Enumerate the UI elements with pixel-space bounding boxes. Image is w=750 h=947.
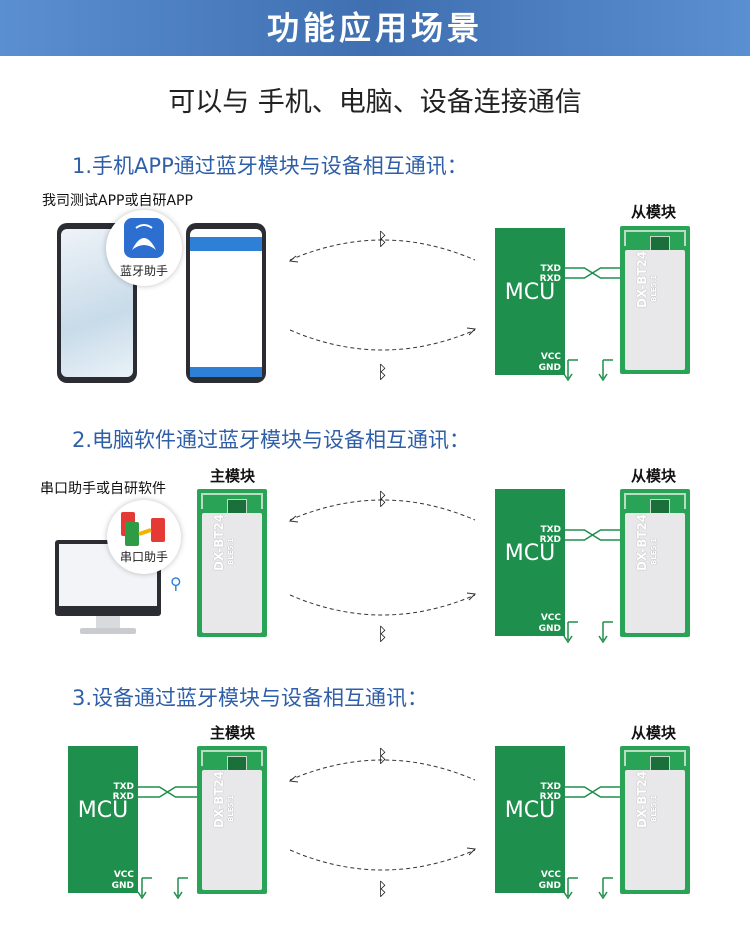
- pin-gnd: GND: [538, 624, 561, 634]
- pin-gnd: GND: [111, 881, 134, 891]
- phone-app-screen: [186, 223, 266, 383]
- serial-assistant-label: 串口助手: [119, 550, 168, 564]
- ground-symbol: [563, 877, 578, 900]
- section-1-slave-label: 从模块: [631, 203, 677, 221]
- bluetooth-icon: ᛒ: [377, 229, 388, 250]
- mcu-block-2: TXD RXD MCU VCC GND: [495, 489, 565, 636]
- pin-txd: TXD: [113, 782, 134, 792]
- mcu-block-1: TXD RXD MCU VCC GND: [495, 228, 565, 375]
- pin-vcc: VCC: [540, 870, 561, 880]
- txd-rxd-crossover: [565, 529, 620, 541]
- arrow-head: [466, 592, 477, 601]
- mcu-block-3-left: TXD RXD MCU VCC GND: [68, 746, 138, 893]
- pin-txd: TXD: [540, 782, 561, 792]
- bluetooth-assistant-bubble: 蓝牙助手: [106, 210, 182, 286]
- pin-rxd: RXD: [539, 274, 561, 284]
- ground-symbol: [598, 877, 613, 900]
- monitor-stand: [80, 628, 136, 634]
- section-3-master-label: 主模块: [210, 724, 256, 742]
- pin-txd: TXD: [540, 264, 561, 274]
- signal-arc-bottom: [289, 329, 476, 351]
- arrow-head: [288, 775, 299, 783]
- section-2-slave-label: 从模块: [631, 467, 677, 485]
- section-1-left-label: 我司测试APP或自研APP: [42, 193, 193, 209]
- arrow-head: [466, 847, 477, 856]
- mcu-block-3-right: TXD RXD MCU VCC GND: [495, 746, 565, 893]
- bluetooth-assistant-label: 蓝牙助手: [119, 264, 168, 278]
- pin-vcc: VCC: [540, 352, 561, 362]
- txd-rxd-crossover: [565, 786, 620, 798]
- ground-symbol: [137, 877, 152, 900]
- mcu-label: MCU: [504, 541, 556, 566]
- pin-rxd: RXD: [539, 792, 561, 802]
- txd-rxd-crossover: [138, 786, 197, 798]
- pin-vcc: VCC: [113, 870, 134, 880]
- ground-symbol: [563, 621, 578, 644]
- bluetooth-icon: ᛒ: [377, 624, 388, 645]
- signal-arc-top: [289, 239, 476, 261]
- bluetooth-assistant-app-icon: [124, 218, 164, 258]
- section-3-slave-label: 从模块: [631, 724, 677, 742]
- serial-assistant-bubble: 串口助手: [107, 500, 181, 574]
- mcu-label: MCU: [504, 798, 556, 823]
- bluetooth-icon: ᛒ: [377, 362, 388, 383]
- pin-rxd: RXD: [539, 535, 561, 545]
- signal-arc-bottom: [289, 849, 476, 871]
- usb-icon: ⚲: [170, 574, 182, 593]
- pin-vcc: VCC: [540, 613, 561, 623]
- arrow-head: [466, 327, 477, 336]
- signal-arc-bottom: [289, 594, 476, 616]
- mcu-label: MCU: [77, 798, 129, 823]
- bluetooth-icon: ᛒ: [377, 879, 388, 900]
- section-2-left-label: 串口助手或自研软件: [40, 481, 166, 497]
- ground-symbol: [173, 877, 188, 900]
- txd-rxd-crossover: [565, 267, 620, 279]
- signal-arc-top: [289, 759, 476, 781]
- page-title: 功能应用场景: [266, 9, 483, 47]
- section-2-title: 2.电脑软件通过蓝牙模块与设备相互通讯：: [72, 428, 471, 452]
- header-banner: [0, 0, 750, 56]
- page-subtitle: 可以与 手机、电脑、设备连接通信: [168, 87, 582, 118]
- pin-gnd: GND: [538, 881, 561, 891]
- section-2-master-label: 主模块: [210, 467, 256, 485]
- section-3-title: 3.设备通过蓝牙模块与设备相互通讯：: [72, 686, 429, 710]
- pin-gnd: GND: [538, 363, 561, 373]
- mcu-label: MCU: [504, 280, 556, 305]
- bluetooth-icon: ᛒ: [377, 489, 388, 510]
- pin-rxd: RXD: [112, 792, 134, 802]
- arrow-head: [288, 515, 299, 523]
- pin-txd: TXD: [540, 525, 561, 535]
- signal-arc-top: [289, 499, 476, 521]
- ground-symbol: [563, 359, 578, 382]
- bluetooth-icon: ᛒ: [377, 746, 388, 767]
- ground-symbol: [598, 621, 613, 644]
- arrow-head: [288, 255, 299, 263]
- ground-symbol: [598, 359, 613, 382]
- serial-assistant-app-icon: [121, 512, 165, 546]
- section-1-title: 1.手机APP通过蓝牙模块与设备相互通讯：: [72, 154, 468, 178]
